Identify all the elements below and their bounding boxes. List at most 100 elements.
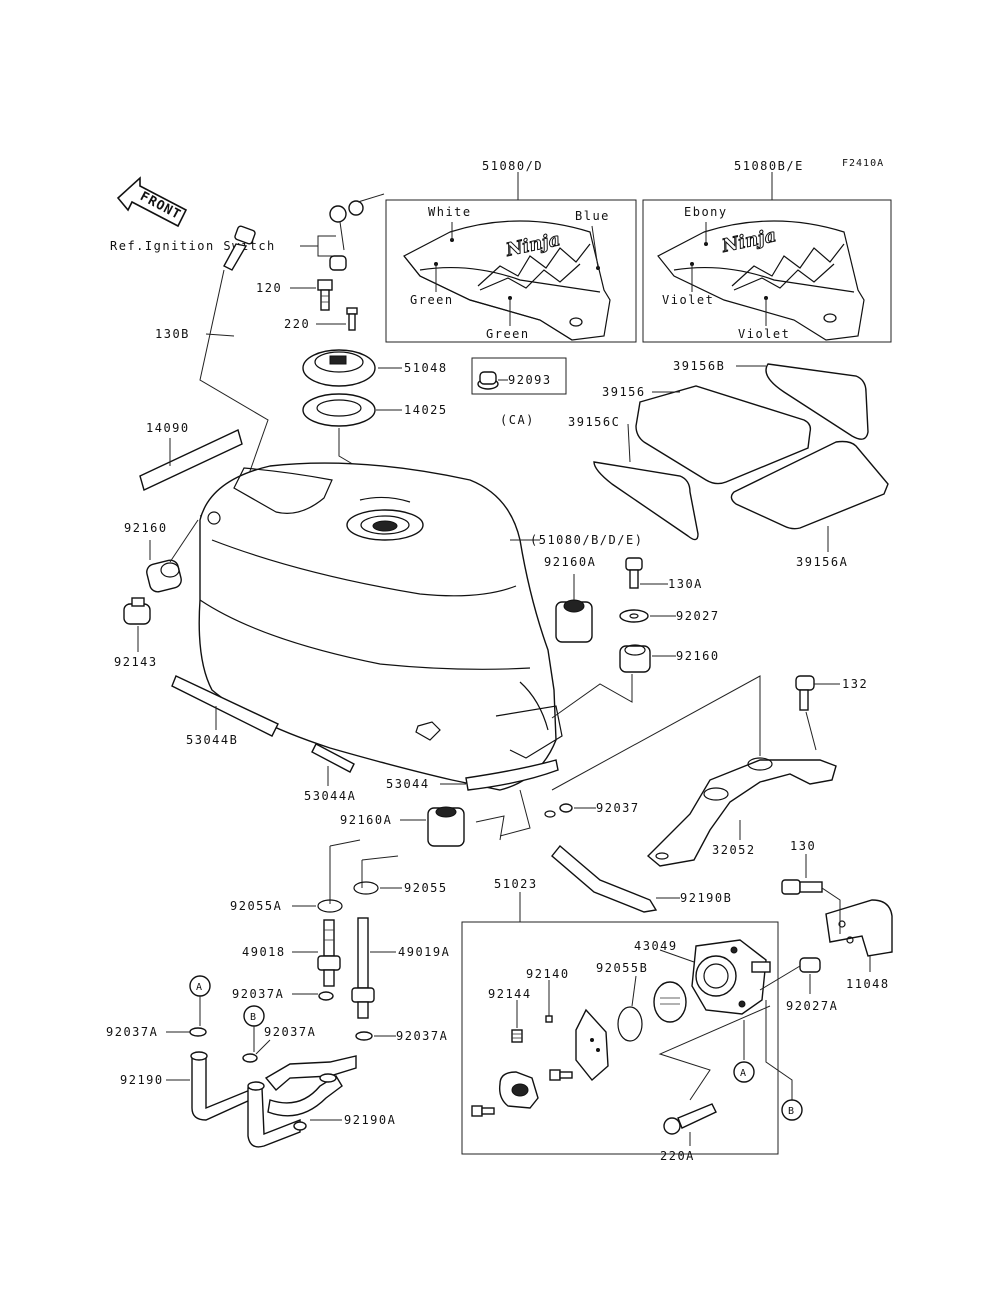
oring-92055A: [317, 899, 343, 913]
part-120: 120: [256, 281, 282, 295]
ca-note: (CA): [500, 413, 535, 427]
part-92055: 92055: [404, 881, 448, 895]
cap-gasket-14025: [302, 393, 376, 427]
pipe-49019A: [351, 917, 375, 1019]
screw-220A: [663, 1103, 717, 1135]
part-92093: 92093: [508, 373, 552, 387]
clip-92037: [544, 803, 573, 818]
part-92055B: 92055B: [596, 961, 648, 975]
decal-right-drawing: Ninja: [657, 220, 865, 341]
part-130A: 130A: [668, 577, 703, 591]
panel-51080B-E: [642, 199, 892, 343]
fuel-cap-51048: [302, 349, 376, 387]
damper-92160A-top: [555, 599, 593, 643]
bracket-32052: [646, 757, 837, 867]
part-92027A: 92027A: [786, 999, 838, 1013]
fuel-tank: [198, 462, 563, 791]
part-49019A: 49019A: [398, 945, 450, 959]
screw-lever: [471, 1105, 495, 1117]
part-51048: 51048: [404, 361, 448, 375]
part-130: 130: [790, 839, 816, 853]
pad-39156B: [765, 363, 869, 440]
part-49018: 49018: [242, 945, 286, 959]
part-92160A-bottom: 92160A: [340, 813, 392, 827]
fuel-tap-body: [691, 939, 771, 1015]
hose-92190: [190, 1051, 251, 1121]
color-green-2: Green: [486, 327, 530, 341]
part-92055A: 92055A: [230, 899, 282, 913]
part-39156C: 39156C: [568, 415, 620, 429]
color-ebony: Ebony: [684, 205, 728, 219]
hose-92190A: [247, 1055, 357, 1148]
part-92037A-b: 92037A: [106, 1025, 158, 1039]
part-92143: 92143: [114, 655, 158, 669]
part-53044: 53044: [386, 777, 430, 791]
strip-14090: [139, 429, 243, 491]
part-92037A-d: 92037A: [396, 1029, 448, 1043]
collar-92027A: [799, 957, 821, 973]
part-53044B: 53044B: [186, 733, 238, 747]
panel-51080-D: [385, 199, 637, 343]
marker-b-left-label: B: [250, 1012, 257, 1023]
part-92140: 92140: [526, 967, 570, 981]
bolt-130A: [625, 557, 643, 589]
color-white: White: [428, 205, 472, 219]
ninja-logo-left: Ninja: [503, 229, 562, 261]
part-220: 220: [284, 317, 310, 331]
oring-92055B: [617, 1006, 643, 1042]
part-32052: 32052: [712, 843, 756, 857]
hose-53044: [465, 759, 559, 791]
nut-92093: [477, 371, 499, 390]
part-14090: 14090: [146, 421, 190, 435]
seal-92140: [545, 1015, 553, 1023]
marker-b-right: [781, 1099, 803, 1121]
color-green-1: Green: [410, 293, 454, 307]
part-43049: 43049: [634, 939, 678, 953]
damper-92160A-bottom: [427, 806, 465, 847]
part-92160-left: 92160: [124, 521, 168, 535]
filter-43049: [653, 981, 687, 1023]
pad-39156C: [593, 461, 699, 541]
marker-a-right-label: A: [740, 1068, 747, 1079]
color-violet-2: Violet: [738, 327, 790, 341]
grommet-92143: [123, 597, 151, 625]
pad-39156: [635, 385, 812, 485]
bolt-130B: [223, 225, 256, 271]
part-92037A-a: 92037A: [232, 987, 284, 1001]
color-blue: Blue: [575, 209, 610, 223]
part-53044A: 53044A: [304, 789, 356, 803]
bolt-120: [317, 279, 333, 311]
part-132: 132: [842, 677, 868, 691]
part-14025: 14025: [404, 403, 448, 417]
panel-left-title: 51080/D: [482, 159, 543, 173]
part-51080-all: (51080/B/D/E): [530, 533, 643, 547]
box-51023: [461, 921, 779, 1155]
clip-92037A-d: [355, 1031, 373, 1041]
part-11048: 11048: [846, 977, 890, 991]
figure-code: F2410A: [842, 158, 884, 169]
box-92093: [471, 357, 567, 395]
bolt-132: [795, 675, 815, 711]
screw-plate: [549, 1069, 573, 1081]
gasket-plate: [575, 1008, 609, 1082]
part-92190A: 92190A: [344, 1113, 396, 1127]
part-130B: 130B: [155, 327, 190, 341]
hose-53044A: [311, 743, 355, 773]
marker-a-right: [733, 1061, 755, 1083]
oring-92055: [353, 881, 379, 895]
screw-220: [346, 307, 358, 331]
part-92160A-top: 92160A: [544, 555, 596, 569]
ignition-cylinder: [329, 255, 347, 271]
panel-right-title: 51080B/E: [734, 159, 804, 173]
bracket-11048: [825, 899, 893, 957]
hose-92190B: [551, 844, 658, 913]
clip-92037A-c: [242, 1053, 258, 1063]
part-39156B: 39156B: [673, 359, 725, 373]
hose-53044B: [171, 675, 279, 737]
spring-92144: [511, 1029, 523, 1043]
decal-left-drawing: Ninja: [403, 220, 611, 341]
part-92027: 92027: [676, 609, 720, 623]
part-220A: 220A: [660, 1149, 695, 1163]
tap-lever: [498, 1071, 539, 1109]
